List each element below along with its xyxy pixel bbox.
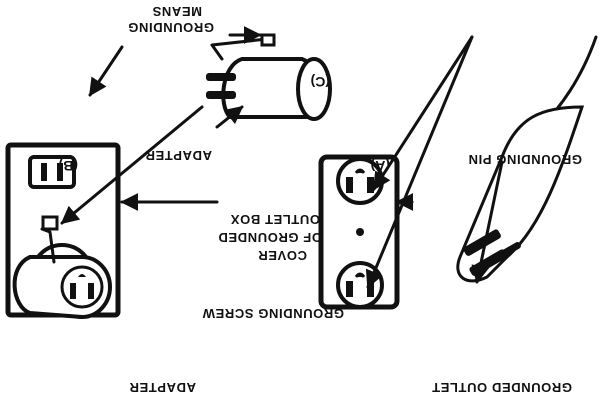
grounding-screw-label: GROUNDING SCREW: [202, 306, 344, 321]
tag-a: (A): [371, 158, 390, 174]
cover-label-2: OF GROUNDED: [218, 230, 322, 245]
tag-c: (C): [311, 74, 330, 90]
cover-label-1: COVER: [258, 248, 307, 263]
grounding-means-label-1: GROUNDING: [128, 20, 214, 35]
tag-b: (B): [59, 158, 78, 174]
grounding-pin-label: GROUNDING PIN: [468, 152, 582, 167]
adapter-c-label: ADAPTER: [145, 148, 212, 163]
grounding-means-label-2: MEANS: [152, 4, 202, 19]
adapter-b-label: ADAPTER: [129, 380, 196, 395]
cover-label-3: OUTLET BOX: [230, 212, 320, 227]
grounded-outlet-a: [321, 157, 397, 307]
grounded-outlet-label: GROUNDED OUTLET: [432, 380, 572, 395]
adapter-b-arrow: [90, 47, 122, 95]
